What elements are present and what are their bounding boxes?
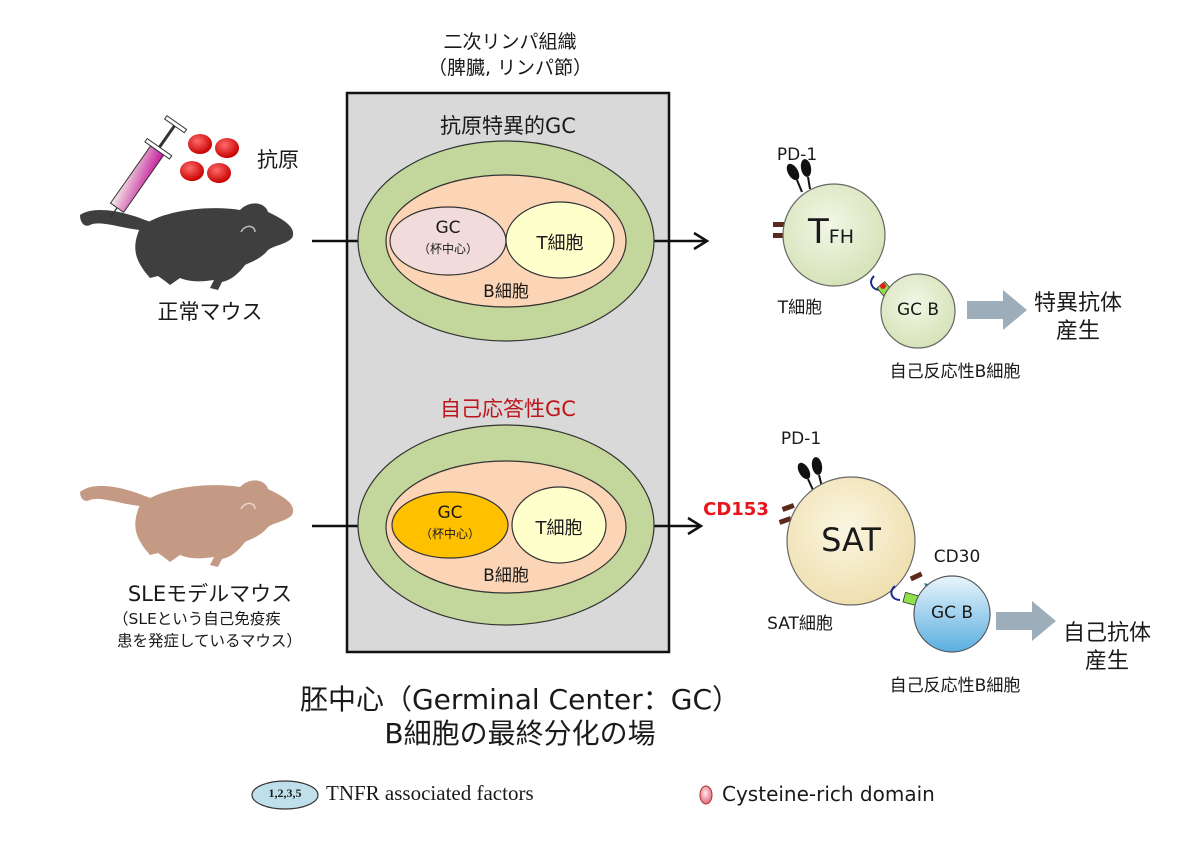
production-label: 産生 xyxy=(1055,319,1100,344)
cysteine-rich-domain-icon xyxy=(699,785,713,805)
gc-label: GC xyxy=(437,503,463,523)
autoreactive-b-cell-label: 自己反応性B細胞 xyxy=(889,362,1021,382)
cd153-receptor-icon xyxy=(781,503,795,512)
pd1-receptor-icon xyxy=(797,462,811,480)
tnfr-badge-text: 1,2,3,5 xyxy=(268,786,302,800)
tfh-subscript: FH xyxy=(828,226,854,248)
syringe-icon xyxy=(109,114,188,218)
antigen-particle xyxy=(215,138,239,158)
sat-cell-body xyxy=(786,476,916,606)
sat-cell-label: SAT xyxy=(821,521,881,559)
pd1-receptor-icon xyxy=(800,159,812,177)
tnfr-legend-label: TNFR associated factors xyxy=(326,781,534,805)
autoreactive-b-cell-label: 自己反応性B細胞 xyxy=(889,676,1021,696)
normal-mouse-label: 正常マウス xyxy=(157,300,263,324)
pd1-receptor-icon xyxy=(786,163,800,181)
tfh-cell xyxy=(773,159,886,287)
footer-title: 胚中心（Germinal Center：GC） xyxy=(299,683,741,716)
cd30-label: CD30 xyxy=(933,547,981,567)
antigen-specific-gc-diagram xyxy=(357,140,655,342)
cd153-receptor-icon xyxy=(778,516,792,525)
antigen-particle xyxy=(207,163,231,183)
lymph-tissue-subtitle: （脾臓, リンパ節） xyxy=(427,57,593,79)
gc-label: GC xyxy=(435,218,461,238)
autoantibody-label: 自己抗体 xyxy=(1062,621,1151,646)
t-cell-zone xyxy=(505,201,615,279)
tfh-cell-label: TFH xyxy=(808,212,854,257)
tfh-cell-body xyxy=(782,183,886,287)
t-cell-zone-label: T細胞 xyxy=(535,518,583,539)
sat-cell xyxy=(778,457,923,606)
cd153-label: CD153 xyxy=(703,499,769,520)
antigen-label: 抗原 xyxy=(257,148,299,172)
gcb-cell-normal xyxy=(880,273,956,349)
gc-zone xyxy=(391,491,509,559)
tfh-main: T xyxy=(808,212,829,252)
normal-mouse-icon xyxy=(80,203,294,290)
pd1-label: PD-1 xyxy=(776,145,818,165)
lymph-tissue-title: 二次リンパ組織 xyxy=(443,31,577,53)
t-cell-zone xyxy=(511,486,607,564)
sle-mouse-icon xyxy=(80,480,294,567)
sle-mouse-ear-icon xyxy=(240,502,256,510)
autoreactive-gc-diagram xyxy=(357,424,655,626)
gc-sublabel: （杯中心） xyxy=(419,527,480,541)
cd153-receptor-icon xyxy=(773,233,785,238)
specific-antibody-arrow-icon xyxy=(967,290,1027,330)
sat-cell-name-label: SAT細胞 xyxy=(767,614,833,634)
sle-mouse-label: SLEモデルマウス xyxy=(127,582,293,606)
gc-sublabel: （杯中心） xyxy=(417,242,478,256)
cd153-receptor-icon xyxy=(773,222,785,227)
sat-arrow-head xyxy=(687,516,704,536)
sle-mouse-description-line1: （SLEという自己免疫疾 xyxy=(113,610,281,628)
t-cell-label: T細胞 xyxy=(777,298,823,318)
b-cell-zone-label: B細胞 xyxy=(483,566,529,586)
specific-antibody-label: 特異抗体 xyxy=(1033,291,1122,316)
footer-subtitle: B細胞の最終分化の場 xyxy=(384,717,656,750)
autoantibody-arrow-icon xyxy=(996,601,1056,641)
tfh-arrow-head xyxy=(693,231,710,251)
tnfr-factors-badge-icon xyxy=(251,780,319,810)
pd1-receptor-icon xyxy=(811,457,823,475)
antigen-particle xyxy=(180,161,204,181)
normal-mouse-ear-icon xyxy=(240,225,256,233)
sle-mouse-description-line2: 患を発症しているマウス） xyxy=(117,632,302,650)
antigen-icon xyxy=(180,134,239,183)
gcb-label: GC B xyxy=(896,300,940,320)
production-label: 産生 xyxy=(1084,649,1129,674)
autoreactive-gc-title: 自己応答性GC xyxy=(440,397,576,421)
b-cell-zone-label: B細胞 xyxy=(483,282,529,302)
pd1-label: PD-1 xyxy=(780,429,822,449)
crd-legend-label: Cysteine-rich domain xyxy=(722,782,935,806)
tcr-mhc-complex-icon xyxy=(890,585,920,607)
gcb-cell-autoreactive xyxy=(913,575,991,653)
antigen-specific-gc-title: 抗原特異的GC xyxy=(440,114,576,138)
gcb-label: GC B xyxy=(930,603,974,623)
t-cell-zone-label: T細胞 xyxy=(536,233,584,254)
antigen-particle xyxy=(188,134,212,154)
cd153-ligand-icon xyxy=(909,571,923,582)
